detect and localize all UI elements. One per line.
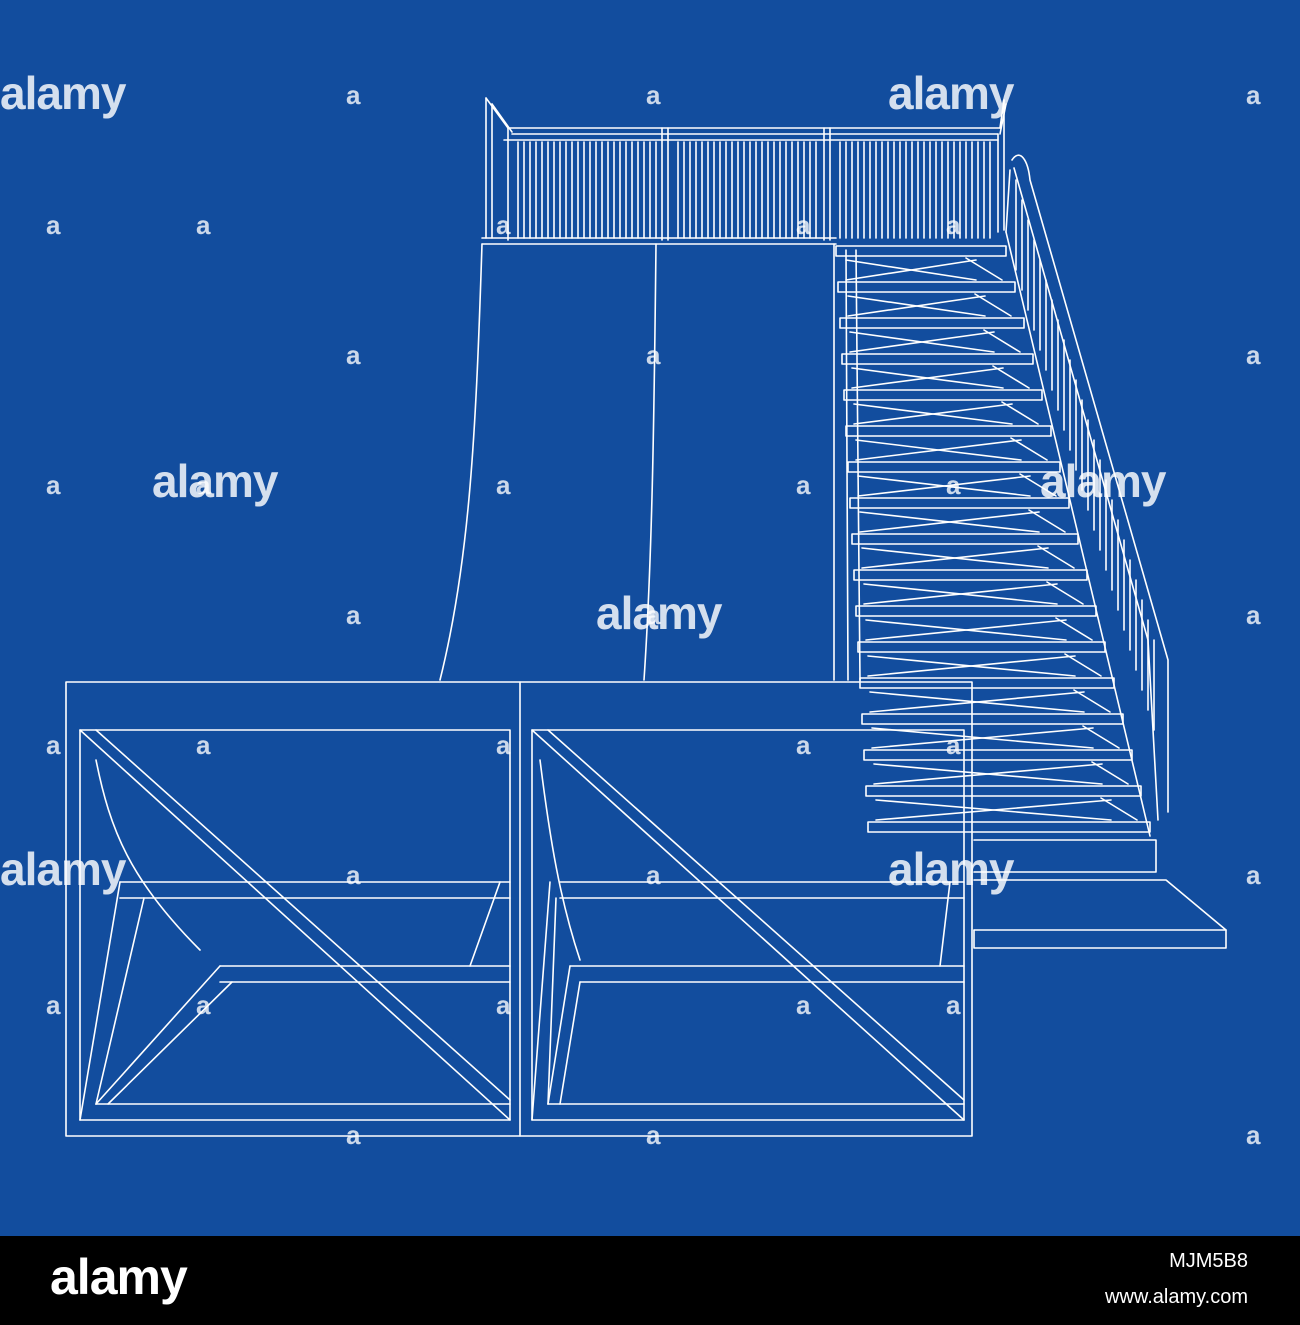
footer-logo[interactable]: alamy: [50, 1249, 188, 1305]
stair-landing: [973, 839, 1227, 949]
image-id-label: MJM5B8: [1169, 1250, 1248, 1272]
slide-ramp: [439, 237, 837, 681]
footer-bar: alamy MJM5B8 www.alamy.com: [0, 1236, 1300, 1325]
base-frame: [65, 681, 973, 1137]
railing-balusters: [517, 141, 991, 239]
stair-handrail: [1005, 154, 1169, 821]
site-url-label[interactable]: www.alamy.com: [1105, 1286, 1248, 1308]
wireframe-drawing: [65, 97, 1227, 1137]
staircase: [835, 231, 1151, 837]
top-railing: [485, 97, 1007, 241]
